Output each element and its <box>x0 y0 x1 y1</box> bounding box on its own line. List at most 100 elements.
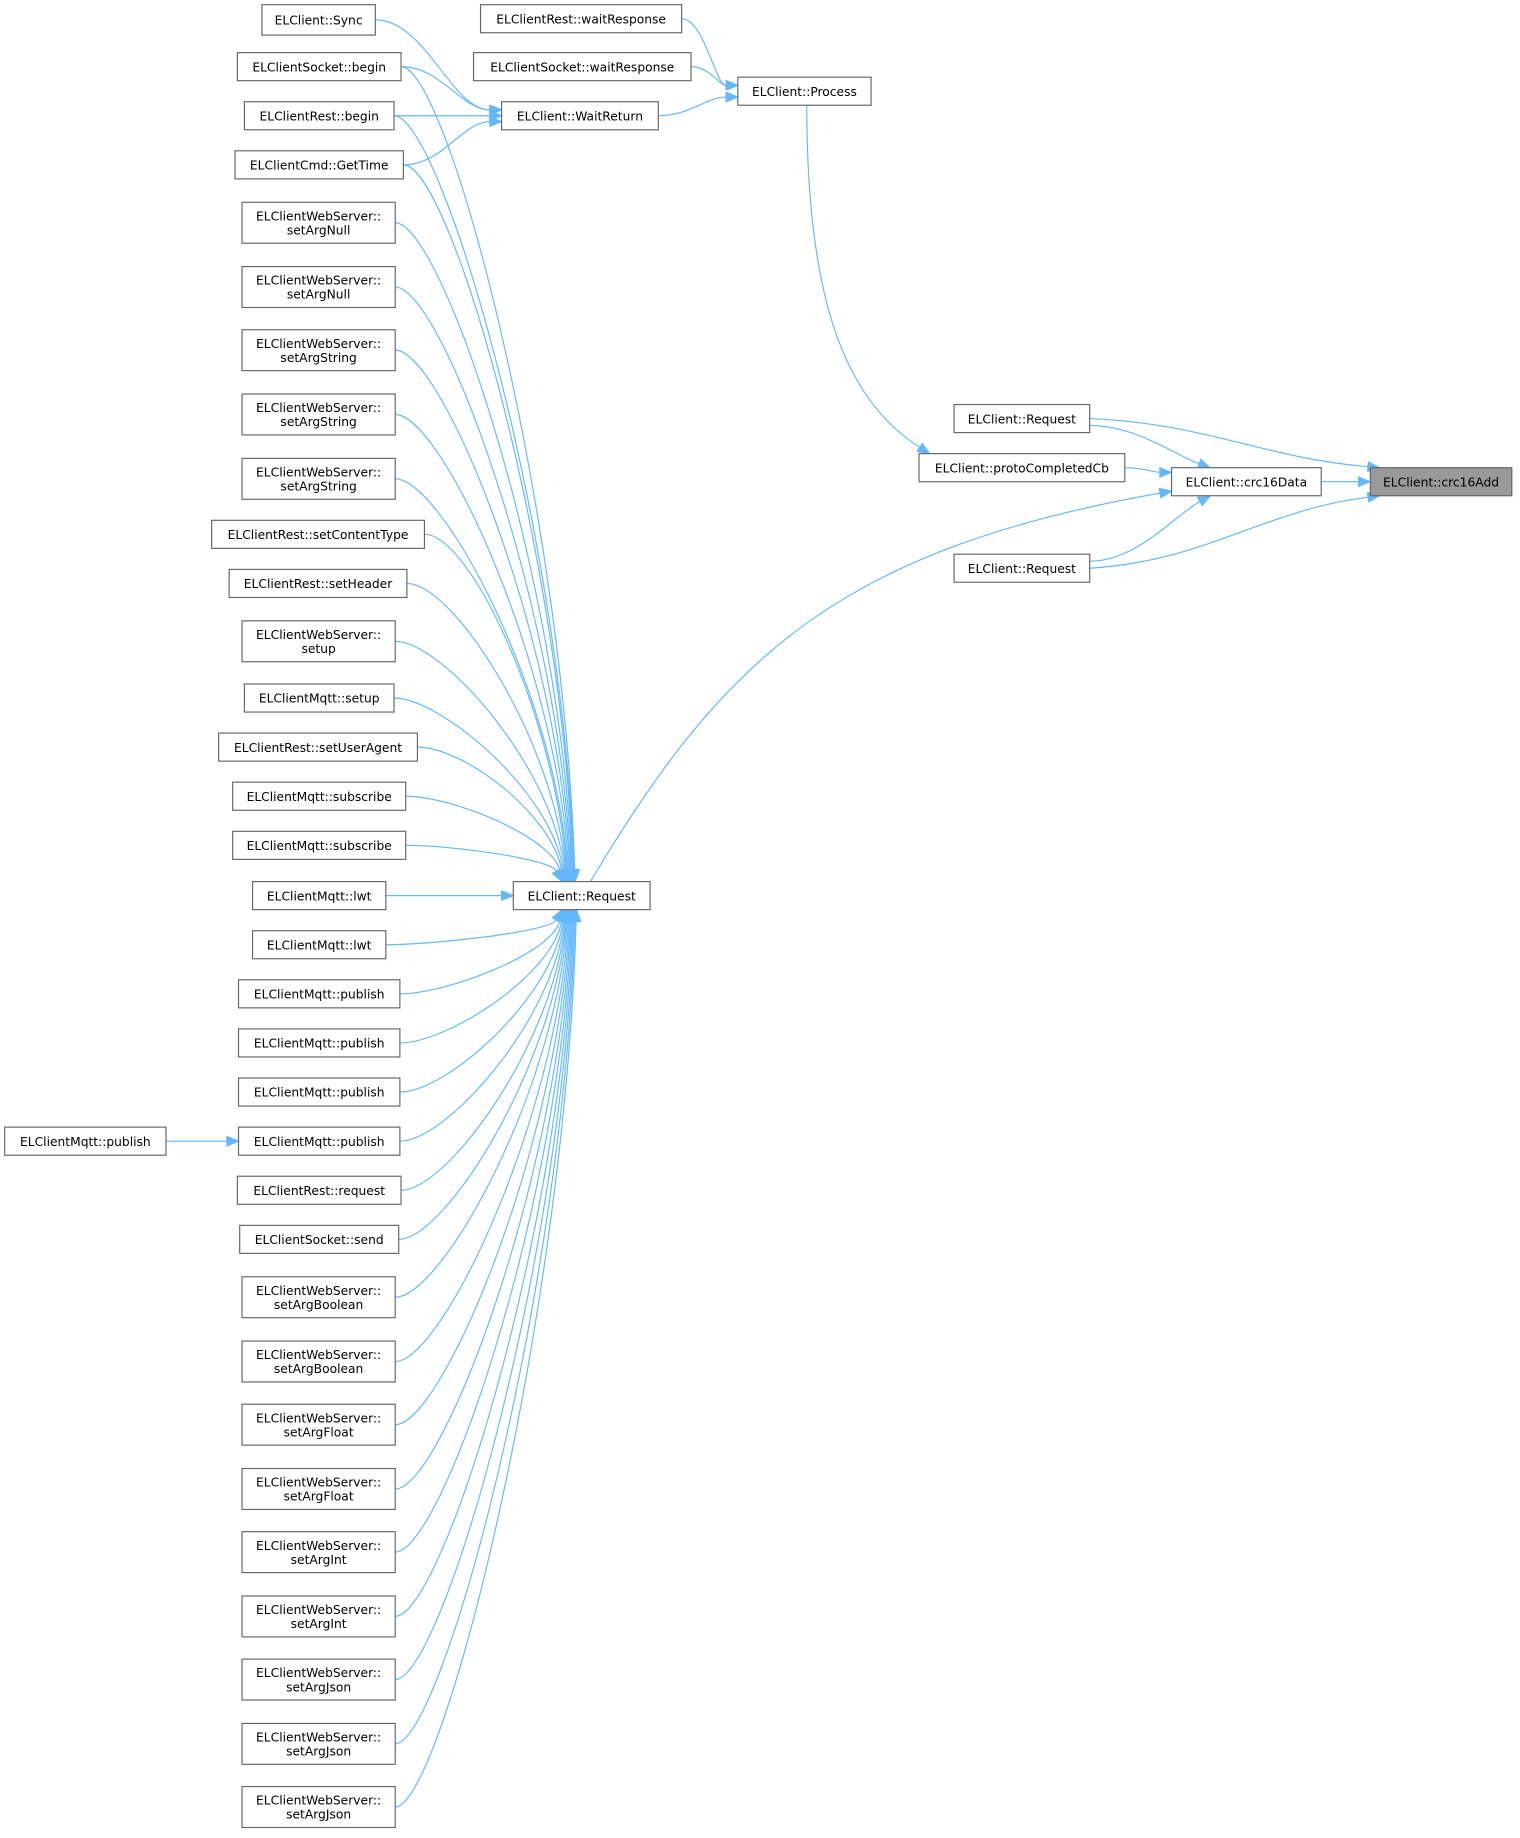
node-label: ELClientSocket::waitResponse <box>490 60 674 74</box>
node-label: ELClientMqtt::setup <box>259 692 380 706</box>
node-sockWait[interactable]: ELClientSocket::waitResponse <box>472 52 692 82</box>
node-argBool2[interactable]: ELClientWebServer::setArgBoolean <box>241 1340 396 1383</box>
node-sync[interactable]: ELClient::Sync <box>261 4 376 36</box>
node-box <box>501 101 659 131</box>
node-box <box>241 1403 396 1446</box>
edge-line <box>395 222 573 870</box>
node-label: ELClientRest::waitResponse <box>496 12 666 26</box>
node-box <box>232 781 407 811</box>
node-argStr3[interactable]: ELClientWebServer::setArgString <box>241 457 396 500</box>
edge-setHeader-to-request <box>406 582 571 884</box>
edge-process-to-protoCb <box>806 105 931 455</box>
node-label: setArgInt <box>291 1617 347 1631</box>
node-request[interactable]: ELClient::Request <box>512 881 651 911</box>
node-pub1[interactable]: ELClientMqtt::publish <box>237 979 401 1009</box>
node-box <box>953 553 1091 583</box>
edge-sub1-to-request <box>405 795 566 884</box>
node-argBool1[interactable]: ELClientWebServer::setArgBoolean <box>241 1276 396 1319</box>
arrowhead-icon <box>551 868 563 883</box>
edge-line <box>399 921 564 1093</box>
node-argInt1[interactable]: ELClientWebServer::setArgInt <box>241 1531 396 1574</box>
node-process[interactable]: ELClient::Process <box>737 76 872 106</box>
node-pub3[interactable]: ELClientMqtt::publish <box>237 1077 401 1107</box>
edge-line <box>395 921 568 1298</box>
arrowhead-icon <box>1159 466 1174 478</box>
edge-line <box>395 286 572 870</box>
edge-line <box>395 921 577 1808</box>
node-userAgent[interactable]: ELClientRest::setUserAgent <box>218 732 419 762</box>
node-getTime[interactable]: ELClientCmd::GetTime <box>234 150 404 180</box>
arrowhead-icon <box>226 1135 241 1147</box>
node-label: ELClientWebServer:: <box>256 1666 381 1680</box>
node-label: ELClient::Request <box>528 889 636 903</box>
node-restWait[interactable]: ELClientRest::waitResponse <box>479 4 683 34</box>
node-pub2[interactable]: ELClientMqtt::publish <box>237 1028 401 1058</box>
node-wsSetup[interactable]: ELClientWebServer::setup <box>241 620 396 663</box>
node-label: ELClientRest::setHeader <box>244 577 393 591</box>
edge-line <box>401 66 576 870</box>
node-waitReturn[interactable]: ELClient::WaitReturn <box>501 101 659 131</box>
node-argStr1[interactable]: ELClientWebServer::setArgString <box>241 329 396 372</box>
node-box <box>218 732 419 762</box>
node-label: ELClientWebServer:: <box>256 274 381 288</box>
node-label: ELClientRest::begin <box>260 109 379 123</box>
node-argInt2[interactable]: ELClientWebServer::setArgInt <box>241 1595 396 1638</box>
node-label: ELClientCmd::GetTime <box>250 159 389 173</box>
edge-line <box>1089 425 1200 465</box>
node-pub5[interactable]: ELClientMqtt::publish <box>4 1126 167 1156</box>
edge-argFloat1-to-request <box>395 908 575 1426</box>
nodes-layer: ELClient::Sync ELClientRest::waitResponse… <box>4 4 1513 1829</box>
node-label: ELClientWebServer:: <box>256 1284 381 1298</box>
node-argFloat1[interactable]: ELClientWebServer::setArgFloat <box>241 1403 396 1446</box>
node-box <box>241 1531 396 1574</box>
node-mqttSetup[interactable]: ELClientMqtt::setup <box>243 683 395 713</box>
node-protoCb[interactable]: ELClient::protoCompletedCb <box>918 453 1126 483</box>
node-sub2[interactable]: ELClientMqtt::subscribe <box>232 830 407 860</box>
node-sub1[interactable]: ELClientMqtt::subscribe <box>232 781 407 811</box>
node-restBegin[interactable]: ELClientRest::begin <box>243 101 395 131</box>
node-box <box>918 453 1126 483</box>
node-label: setArgJson <box>286 1808 351 1822</box>
edge-requestBot-to-crc16Data <box>1089 494 1212 562</box>
node-label: ELClientRest::setContentType <box>228 528 409 542</box>
node-sockBegin[interactable]: ELClientSocket::begin <box>236 52 402 82</box>
node-label: ELClientMqtt::publish <box>254 988 385 1002</box>
node-argJson1[interactable]: ELClientWebServer::setArgJson <box>241 1658 396 1701</box>
edge-argBool1-to-request <box>395 908 573 1298</box>
edge-userAgent-to-request <box>417 746 568 884</box>
arrowhead-icon <box>916 442 931 455</box>
node-crc16Add[interactable]: ELClient::crc16Add <box>1369 467 1513 497</box>
node-argNull1[interactable]: ELClientWebServer::setArgNull <box>241 201 396 244</box>
edge-line <box>395 478 569 870</box>
node-argStr2[interactable]: ELClientWebServer::setArgString <box>241 393 396 436</box>
node-box <box>4 1126 167 1156</box>
arrowhead-icon <box>501 890 515 902</box>
node-argNull2[interactable]: ELClientWebServer::setArgNull <box>241 265 396 309</box>
node-label: ELClientWebServer:: <box>256 1603 381 1617</box>
edge-line <box>385 919 558 946</box>
node-requestTop[interactable]: ELClient::Request <box>953 403 1091 434</box>
node-box <box>1170 467 1322 497</box>
node-argJson3[interactable]: ELClientWebServer::setArgJson <box>241 1785 396 1829</box>
node-restReq[interactable]: ELClientRest::request <box>236 1175 402 1205</box>
node-box <box>241 1722 396 1765</box>
node-label: setArgString <box>280 351 356 365</box>
node-box <box>241 1340 396 1383</box>
node-crc16Data[interactable]: ELClient::crc16Data <box>1170 467 1322 497</box>
node-label: setArgString <box>280 415 356 429</box>
node-requestBot[interactable]: ELClient::Request <box>953 553 1091 583</box>
node-label: ELClientWebServer:: <box>256 209 381 223</box>
node-lwt2[interactable]: ELClientMqtt::lwt <box>251 930 387 960</box>
edge-line <box>394 115 575 870</box>
node-box <box>236 52 402 82</box>
node-argJson2[interactable]: ELClientWebServer::setArgJson <box>241 1722 396 1765</box>
node-contentType[interactable]: ELClientRest::setContentType <box>211 519 426 549</box>
node-box <box>241 620 396 663</box>
node-lwt1[interactable]: ELClientMqtt::lwt <box>251 881 387 911</box>
node-sockSend[interactable]: ELClientSocket::send <box>239 1224 400 1254</box>
edge-line <box>395 921 576 1745</box>
node-argFloat2[interactable]: ELClientWebServer::setArgFloat <box>241 1467 396 1511</box>
node-pub4[interactable]: ELClientMqtt::publish <box>237 1126 401 1156</box>
edge-line <box>1124 467 1160 473</box>
node-setHeader[interactable]: ELClientRest::setHeader <box>228 568 408 599</box>
